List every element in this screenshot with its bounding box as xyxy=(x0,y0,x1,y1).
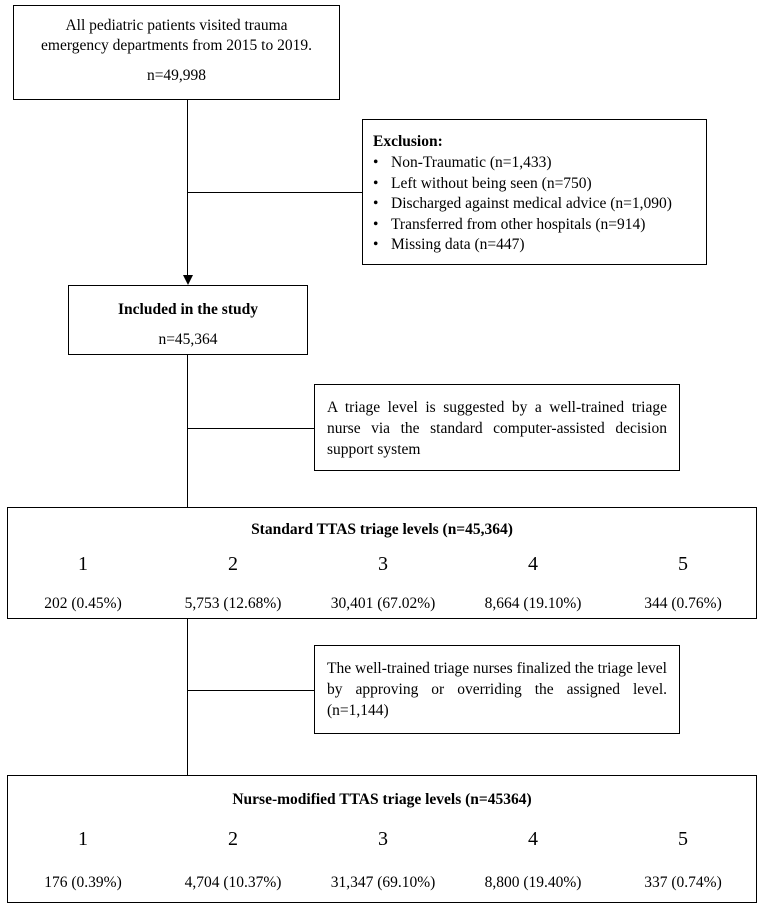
nurse-level-label: 4 xyxy=(528,828,538,850)
suggestion-text: A triage level is suggested by a well-tr… xyxy=(327,399,667,458)
exclusion-list: Non-Traumatic (n=1,433) Left without bei… xyxy=(373,153,672,256)
connector-standard-to-nurse xyxy=(187,619,189,775)
all-patients-line1: All pediatric patients visited trauma xyxy=(65,17,288,34)
suggestion-box: A triage level is suggested by a well-tr… xyxy=(314,384,680,471)
nurse-level-count: 31,347 (69.10%) xyxy=(330,874,436,891)
connector-to-exclusion xyxy=(187,192,362,194)
exclusion-item: Missing data (n=447) xyxy=(373,235,672,256)
nurse-level-label: 3 xyxy=(378,828,388,850)
connector-top-to-included xyxy=(187,100,189,276)
included-title: Included in the study xyxy=(118,301,258,318)
standard-triage-box: Standard TTAS triage levels (n=45,364) 1… xyxy=(7,507,757,619)
nurse-level-count: 4,704 (10.37%) xyxy=(184,874,282,891)
nurse-level-label: 2 xyxy=(228,828,238,850)
standard-level-count: 344 (0.76%) xyxy=(644,595,722,612)
connector-to-finalize xyxy=(187,690,314,692)
exclusion-box: Exclusion: Non-Traumatic (n=1,433) Left … xyxy=(362,119,707,265)
all-patients-line2: emergency departments from 2015 to 2019. xyxy=(41,37,312,54)
exclusion-item: Discharged against medical advice (n=1,0… xyxy=(373,194,672,215)
included-count: n=45,364 xyxy=(158,331,218,348)
finalize-text: The well-trained triage nurses finalized… xyxy=(327,660,667,719)
arrow-to-included xyxy=(182,275,193,285)
standard-level-label: 1 xyxy=(78,553,88,575)
nurse-modified-triage-box: Nurse-modified TTAS triage levels (n=453… xyxy=(7,775,757,903)
nurse-modified-triage-title: Nurse-modified TTAS triage levels (n=453… xyxy=(232,791,532,808)
included-box: Included in the study n=45,364 xyxy=(68,285,308,355)
standard-triage-title: Standard TTAS triage levels (n=45,364) xyxy=(251,521,513,538)
standard-level-count: 8,664 (19.10%) xyxy=(484,595,582,612)
exclusion-item: Non-Traumatic (n=1,433) xyxy=(373,153,672,174)
standard-level-label: 4 xyxy=(528,553,538,575)
nurse-level-count: 337 (0.74%) xyxy=(644,874,722,891)
standard-level-count: 5,753 (12.68%) xyxy=(184,595,282,612)
standard-level-label: 5 xyxy=(678,553,688,575)
connector-included-to-standard xyxy=(187,355,189,507)
exclusion-item: Left without being seen (n=750) xyxy=(373,174,672,195)
nurse-level-label: 5 xyxy=(678,828,688,850)
standard-level-count: 202 (0.45%) xyxy=(44,595,122,612)
standard-level-count: 30,401 (67.02%) xyxy=(330,595,436,612)
nurse-level-count: 8,800 (19.40%) xyxy=(484,874,582,891)
nurse-level-count: 176 (0.39%) xyxy=(44,874,122,891)
exclusion-title: Exclusion: xyxy=(373,133,443,150)
finalize-box: The well-trained triage nurses finalized… xyxy=(314,645,680,734)
nurse-level-label: 1 xyxy=(78,828,88,850)
connector-to-suggestion xyxy=(187,428,314,430)
all-patients-box: All pediatric patients visited trauma em… xyxy=(13,5,340,100)
all-patients-count: n=49,998 xyxy=(146,67,207,84)
standard-level-label: 3 xyxy=(378,553,388,575)
standard-level-label: 2 xyxy=(228,553,238,575)
exclusion-item: Transferred from other hospitals (n=914) xyxy=(373,215,672,236)
